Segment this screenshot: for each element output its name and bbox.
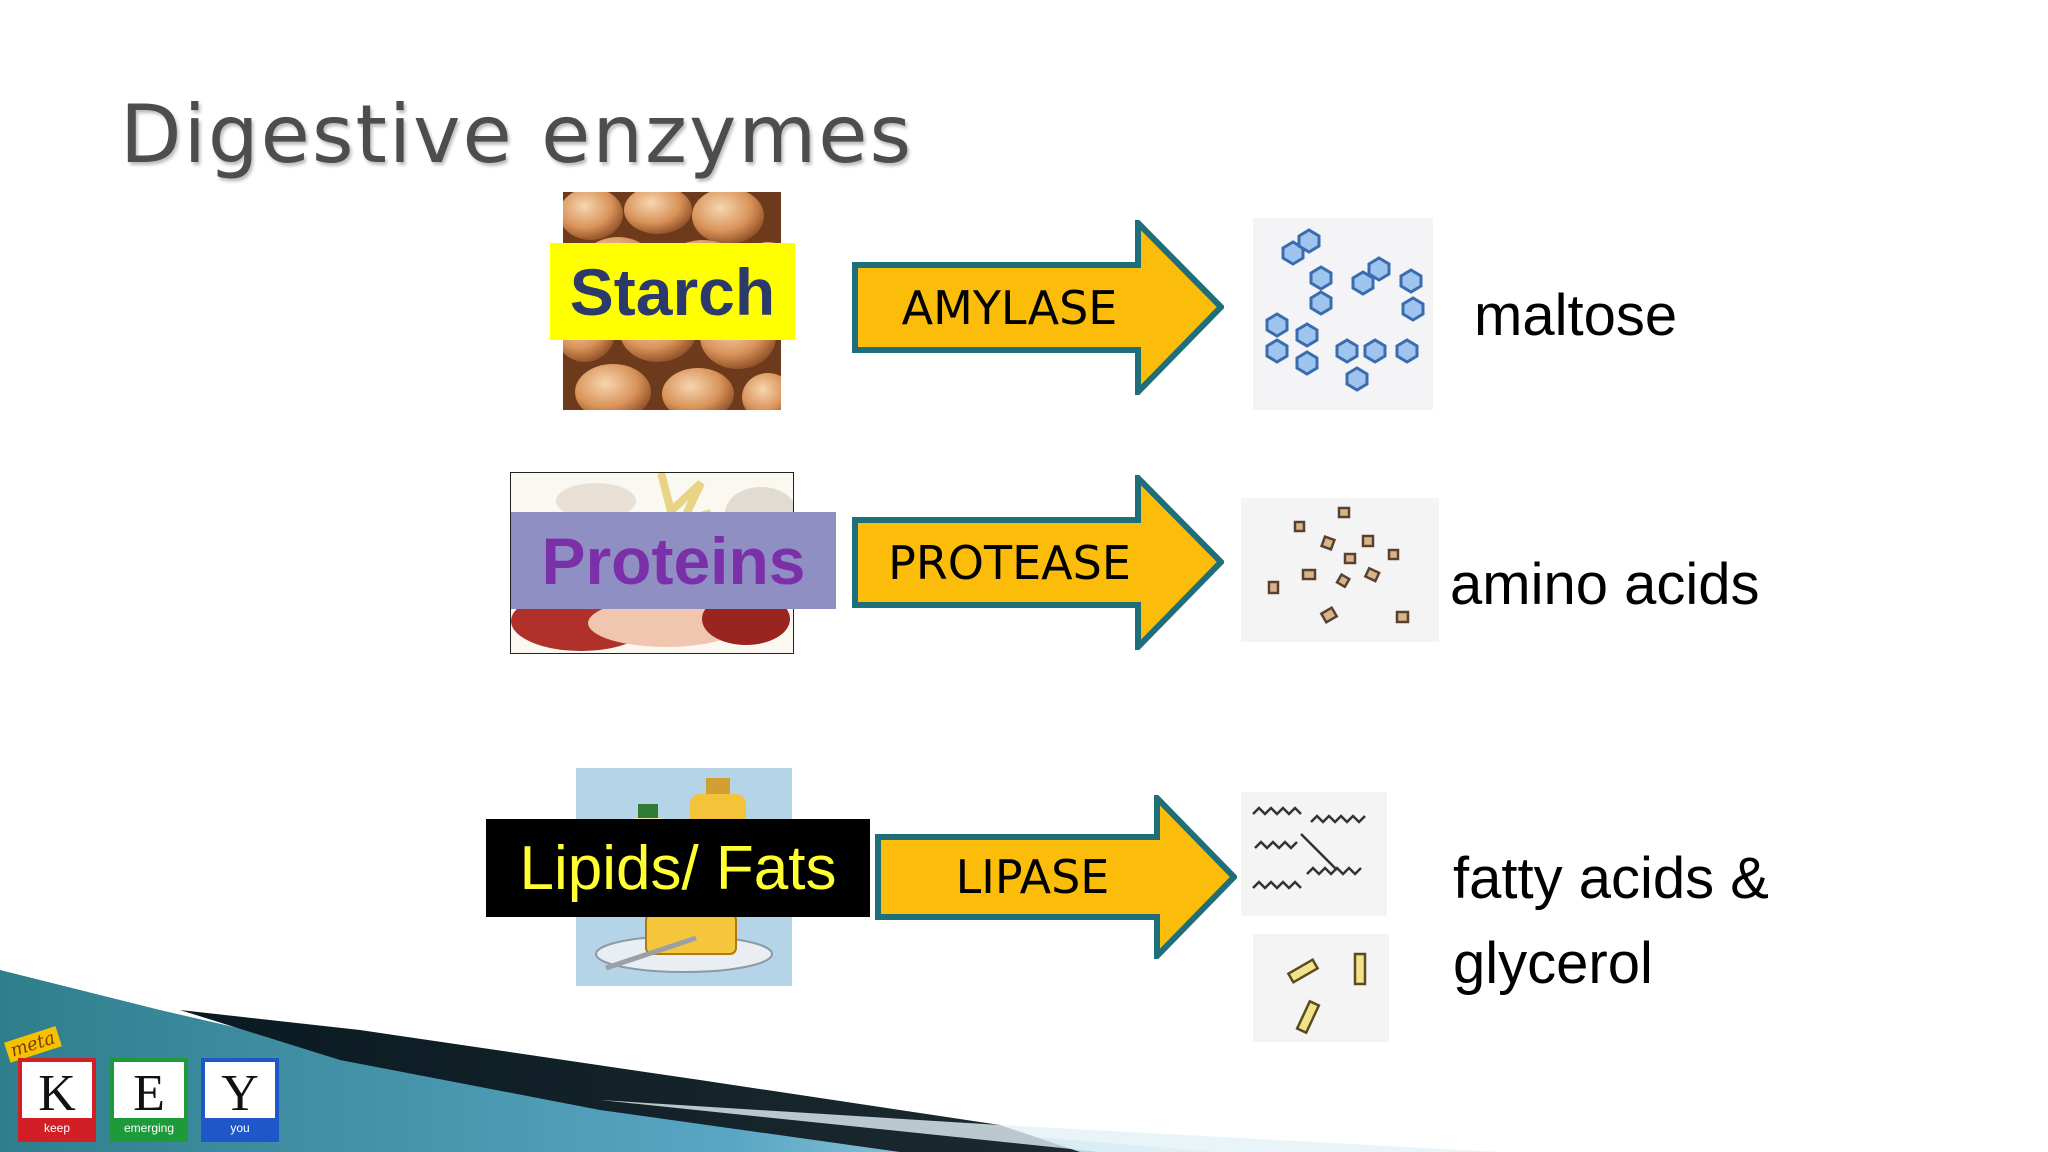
- logo-letter-k: K keep: [18, 1058, 96, 1142]
- substrate-label-proteins: Proteins: [511, 512, 836, 609]
- product-label-maltose: maltose: [1474, 283, 1678, 348]
- enzyme-label-protease: PROTEASE: [888, 535, 1131, 590]
- enzyme-arrow-amylase: AMYLASE: [852, 220, 1224, 395]
- enzyme-label-amylase: AMYLASE: [901, 280, 1118, 335]
- substrate-label-lipids-fats: Lipids/ Fats: [486, 819, 870, 917]
- logo-letter-e: E emerging: [110, 1058, 188, 1142]
- maltose-molecules-image: [1253, 218, 1433, 410]
- amino-acid-particles-image: [1241, 498, 1439, 642]
- product-label-glycerol: glycerol: [1453, 931, 1653, 996]
- glycerol-particles-image: [1253, 934, 1389, 1042]
- product-label-fatty-acids: fatty acids &: [1453, 846, 1769, 911]
- enzyme-label-lipase: LIPASE: [955, 850, 1110, 904]
- enzyme-arrow-protease: PROTEASE: [852, 475, 1224, 650]
- slide-title: Digestive enzymes: [120, 88, 914, 181]
- substrate-label-starch: Starch: [550, 243, 795, 340]
- product-label-amino-acids: amino acids: [1450, 552, 1760, 617]
- enzyme-arrow-lipase: LIPASE: [875, 795, 1237, 959]
- logo-letter-y: Y you: [201, 1058, 279, 1142]
- fatty-acid-chains-image: [1241, 792, 1387, 916]
